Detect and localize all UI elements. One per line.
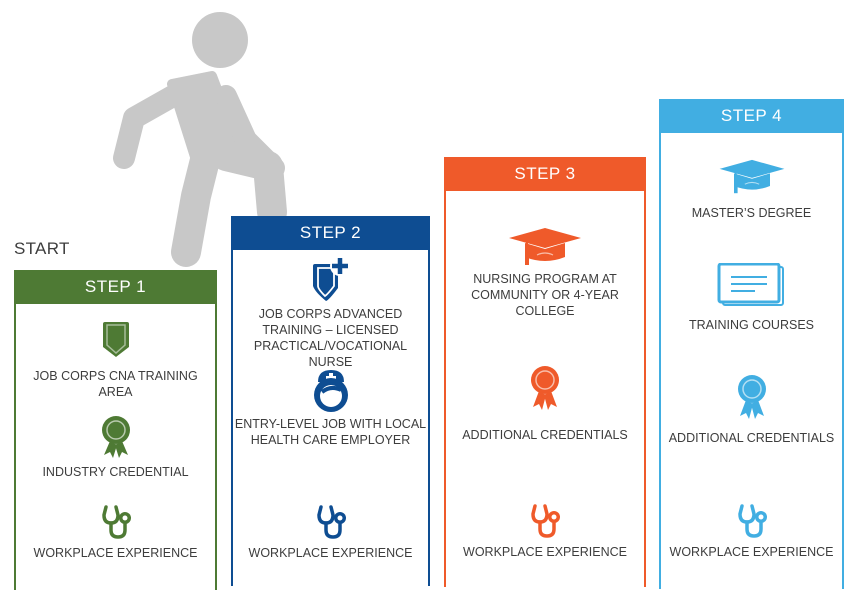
step-3-item-3-text: WORKPLACE EXPERIENCE: [463, 545, 627, 559]
certificate-icon: [717, 263, 784, 306]
step-2-header: STEP 2: [233, 216, 428, 250]
step-2-item-2-text: ENTRY-LEVEL JOB WITH LOCAL HEALTH CARE E…: [234, 417, 427, 447]
award-ribbon-icon: [531, 366, 559, 410]
step-1-header: STEP 1: [16, 270, 215, 304]
step-2-item-1-text: JOB CORPS ADVANCED TRAINING – LICENSED P…: [253, 307, 408, 369]
step-2-item-3-text: WORKPLACE EXPERIENCE: [248, 546, 413, 560]
step-4-item-training-courses: TRAINING COURSES: [661, 263, 842, 333]
step-4-item-credentials: ADDITIONAL CREDENTIALS: [661, 374, 842, 446]
step-2-item-advanced-training: JOB CORPS ADVANCED TRAINING – LICENSED P…: [233, 256, 428, 370]
step-4-item-experience: WORKPLACE EXPERIENCE: [661, 502, 842, 560]
start-label: START: [14, 239, 70, 258]
step-2-item-entry-job: ENTRY-LEVEL JOB WITH LOCAL HEALTH CARE E…: [233, 368, 428, 448]
award-ribbon-icon: [101, 416, 130, 458]
nurse-icon: [313, 370, 348, 412]
step-1-item-credential: INDUSTRY CREDENTIAL: [16, 415, 215, 480]
step-3-item-experience: WORKPLACE EXPERIENCE: [446, 502, 644, 560]
shield-icon: [102, 322, 129, 357]
step-1-item-2-text: INDUSTRY CREDENTIAL: [42, 465, 189, 479]
step-4-column: STEP 4 MASTER’S DEGREE TRAINING COURSES …: [659, 99, 844, 589]
step-1-column: STEP 1 JOB CORPS CNA TRAINING AREA INDUS…: [14, 270, 217, 590]
step-1-item-training-area: JOB CORPS CNA TRAINING AREA: [16, 320, 215, 400]
stethoscope-icon: [531, 504, 560, 538]
step-4-item-masters: MASTER’S DEGREE: [661, 159, 842, 221]
medical-shield-icon: [312, 256, 350, 301]
step-4-item-3-text: ADDITIONAL CREDENTIALS: [668, 431, 835, 445]
step-3-header: STEP 3: [446, 157, 644, 191]
step-2-column: STEP 2 JOB CORPS ADVANCED TRAINING – LIC…: [231, 216, 430, 586]
step-1-item-experience: WORKPLACE EXPERIENCE: [16, 503, 215, 561]
graduation-cap-icon: [509, 228, 581, 265]
step-3-item-nursing-program: NURSING PROGRAM AT COMMUNITY OR 4-YEAR C…: [446, 227, 644, 319]
step-4-item-4-text: WORKPLACE EXPERIENCE: [669, 545, 834, 559]
step-2-item-experience: WORKPLACE EXPERIENCE: [233, 503, 428, 561]
step-4-header: STEP 4: [661, 99, 842, 133]
step-3-item-1-text: NURSING PROGRAM AT COMMUNITY OR 4-YEAR C…: [471, 272, 619, 318]
step-4-item-2-text: TRAINING COURSES: [688, 318, 814, 332]
stethoscope-icon: [316, 505, 346, 539]
stethoscope-icon: [101, 505, 131, 539]
award-ribbon-icon: [737, 375, 766, 419]
step-1-item-1-text: JOB CORPS CNA TRAINING AREA: [33, 369, 198, 399]
step-3-column: STEP 3 NURSING PROGRAM AT COMMUNITY OR 4…: [444, 157, 646, 587]
step-1-item-3-text: WORKPLACE EXPERIENCE: [33, 546, 198, 560]
step-4-item-1-text: MASTER’S DEGREE: [691, 206, 812, 220]
graduation-cap-icon: [719, 159, 784, 194]
stethoscope-icon: [737, 504, 767, 538]
step-3-item-2-text: ADDITIONAL CREDENTIALS: [462, 428, 628, 442]
step-3-item-credentials: ADDITIONAL CREDENTIALS: [446, 365, 644, 443]
